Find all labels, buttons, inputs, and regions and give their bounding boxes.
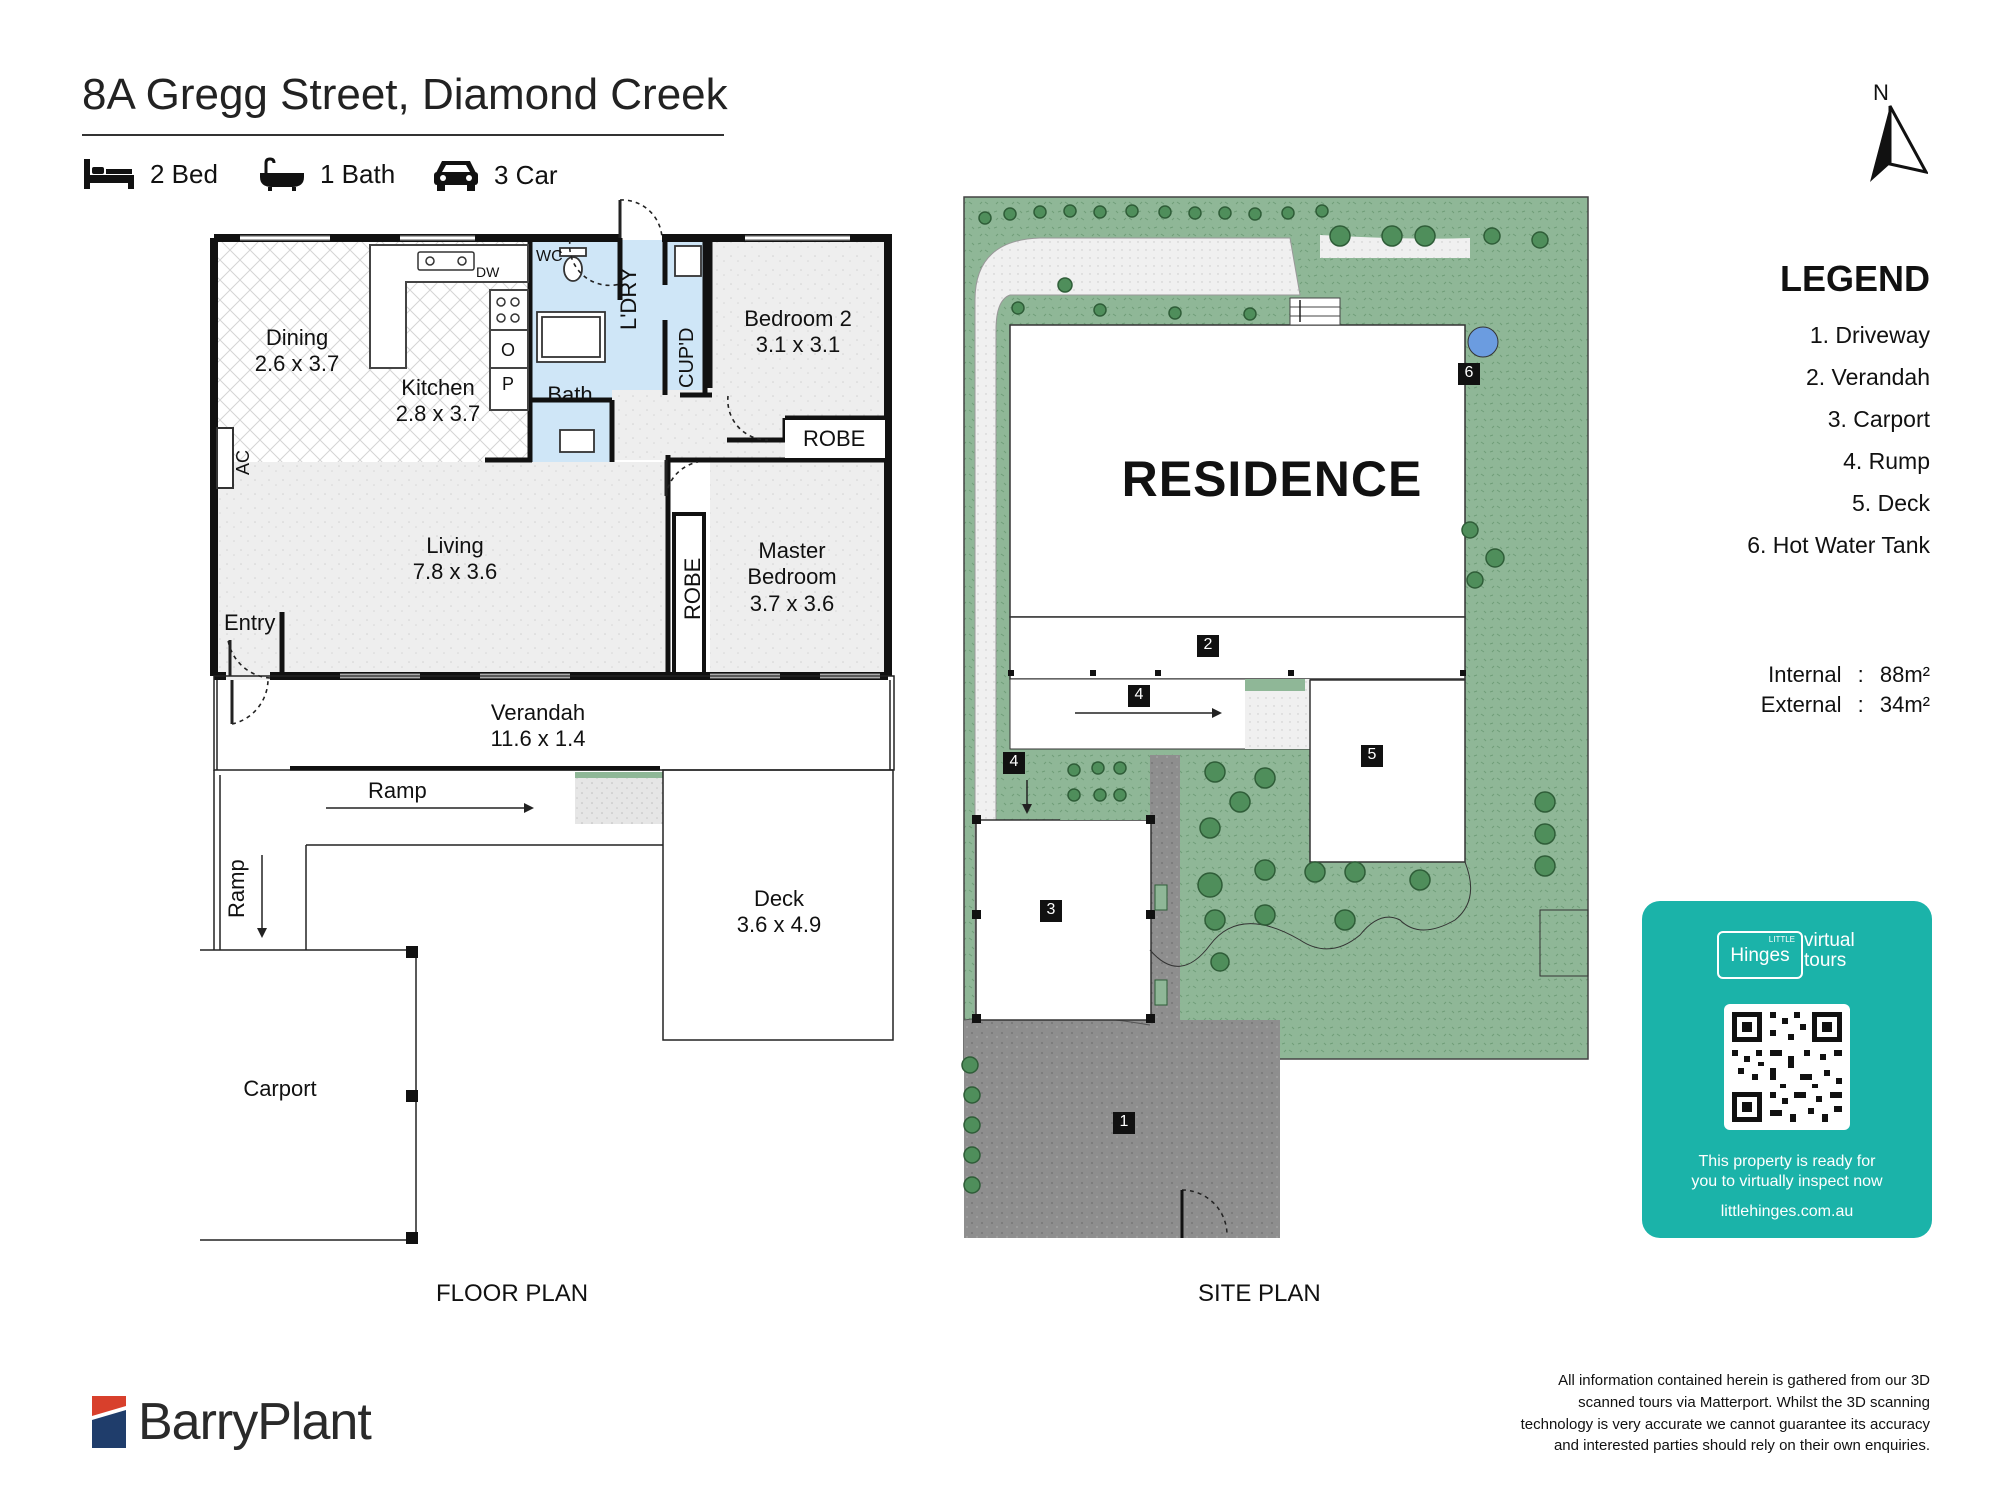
area-external-value: 34m² [1879, 692, 1930, 717]
room-deck-name: Deck [753, 886, 805, 911]
legend-title: LEGEND [1779, 258, 1930, 299]
room-carport: Carport [243, 1076, 317, 1101]
area-internal: Internal : 88m² [1768, 662, 1930, 687]
label-cupboard: CUP'D [676, 327, 698, 389]
site-marker-3: 3 [1046, 901, 1056, 918]
virtual-tour-card[interactable]: LITTLE Hinges virtual tours [1642, 901, 1932, 1238]
tagline-line-2: you to virtually inspect now [1691, 1173, 1883, 1190]
label-ac: AC [233, 449, 253, 475]
site-marker-6: 6 [1464, 364, 1474, 381]
legend-item: 4. Rump [1843, 448, 1930, 474]
area-internal-label: Internal [1768, 662, 1842, 687]
feature-bath: 1 Bath [258, 157, 395, 191]
room-bedroom-2: Bedroom 2 3.1 x 3.1 [733, 306, 863, 359]
room-verandah: Verandah 11.6 x 1.4 [478, 700, 598, 753]
barry-plant-logo: BarryPlant [92, 1392, 372, 1452]
room-kitchen-dims: 2.8 x 3.7 [395, 401, 481, 427]
label-pantry: P [502, 374, 515, 394]
room-dining-dims: 2.6 x 3.7 [254, 351, 340, 377]
room-living-name: Living [426, 533, 484, 558]
label-robe: ROBE [803, 426, 866, 451]
area-external: External : 34m² [1760, 692, 1930, 717]
site-plan-caption: SITE PLAN [1198, 1280, 1321, 1307]
property-title: 8A Gregg Street, Diamond Creek [82, 70, 728, 119]
site-plan-drawing [961, 196, 1589, 1238]
disclaimer-line: technology is very accurate we cannot gu… [1520, 1415, 1930, 1433]
disclaimer-line: All information contained herein is gath… [1558, 1372, 1930, 1389]
legend-item: 3. Carport [1827, 406, 1930, 432]
feature-bed-label: 2 Bed [150, 158, 218, 189]
bath-icon [260, 157, 304, 191]
room-living-dims: 7.8 x 3.6 [412, 559, 498, 585]
hinges-logo-box: LITTLE Hinges [1717, 931, 1803, 979]
legend-item: 5. Deck [1852, 490, 1930, 516]
car-icon [434, 161, 478, 191]
feature-car: 3 Car [432, 157, 558, 193]
feature-bed: 2 Bed [82, 157, 218, 191]
site-marker-4b: 4 [1009, 753, 1019, 770]
room-master-name-2: Bedroom [747, 564, 837, 590]
site-residence-label: RESIDENCE [1077, 450, 1467, 508]
floor-plan-caption: FLOOR PLAN [436, 1280, 589, 1307]
disclaimer: All information contained herein is gath… [1440, 1370, 1930, 1457]
room-bedroom-2-name: Bedroom 2 [744, 306, 852, 331]
room-verandah-name: Verandah [490, 700, 586, 725]
room-bedroom-2-dims: 3.1 x 3.1 [755, 332, 841, 358]
room-bath: Bath [547, 382, 593, 407]
residence-text: RESIDENCE [1121, 451, 1423, 507]
room-master-name-1: Master [758, 538, 826, 563]
room-dining-name: Dining [265, 325, 329, 350]
disclaimer-line: scanned tours via Matterport. Whilst the… [1578, 1393, 1930, 1411]
room-dining: Dining 2.6 x 3.7 [247, 325, 347, 378]
room-master-bedroom: Master Bedroom 3.7 x 3.6 [737, 538, 847, 617]
room-verandah-dims: 11.6 x 1.4 [490, 726, 586, 752]
site-marker-5: 5 [1367, 746, 1377, 763]
label-robe-vertical: ROBE [680, 557, 705, 620]
room-deck-dims: 3.6 x 4.9 [736, 912, 822, 938]
legend-item: 1. Driveway [1809, 322, 1930, 348]
label-wc: WC [536, 248, 563, 265]
north-arrow-icon [1870, 105, 1928, 182]
label-dw: DW [476, 264, 500, 280]
room-kitchen-name: Kitchen [401, 375, 475, 400]
area-external-label: External [1760, 692, 1842, 717]
legend-item: 2. Verandah [1805, 364, 1930, 390]
site-marker-1: 1 [1119, 1113, 1129, 1130]
north-label: N [1873, 80, 1889, 105]
room-kitchen: Kitchen 2.8 x 3.7 [388, 375, 488, 428]
room-deck: Deck 3.6 x 4.9 [729, 886, 829, 939]
brand-name: BarryPlant [138, 1393, 372, 1451]
room-living: Living 7.8 x 3.6 [400, 533, 510, 586]
hinges-name: Hinges [1730, 945, 1790, 966]
site-marker-2: 2 [1203, 636, 1213, 653]
tours-word: tours [1804, 950, 1847, 971]
label-ramp-horizontal: Ramp [368, 778, 427, 803]
title-underline [82, 134, 724, 136]
legend-item: 6. Hot Water Tank [1747, 532, 1930, 558]
brand-mark-icon [92, 1396, 126, 1448]
site-marker-4a: 4 [1134, 686, 1144, 703]
area-internal-value: 88m² [1879, 662, 1930, 687]
virtual-tour-tagline: This property is ready for you to virtua… [1642, 1152, 1932, 1192]
virtual-tour-link[interactable]: littlehinges.com.au [1720, 1203, 1854, 1220]
virtual-word: virtual [1804, 930, 1855, 951]
qr-code-icon[interactable] [1724, 1004, 1850, 1130]
floor-plan-drawing [200, 199, 895, 1244]
feature-car-label: 3 Car [494, 159, 558, 190]
disclaimer-line: and interested parties should rely on th… [1553, 1437, 1930, 1455]
room-master-dims: 3.7 x 3.6 [749, 590, 835, 616]
label-oven: O [501, 340, 516, 360]
hinges-small: LITTLE [1768, 935, 1795, 944]
tagline-line-1: This property is ready for [1698, 1153, 1876, 1170]
bed-icon [84, 159, 134, 189]
label-ramp-vertical: Ramp [224, 859, 249, 918]
label-laundry: L'DRY [616, 267, 641, 331]
feature-bath-label: 1 Bath [320, 158, 396, 189]
label-entry: Entry [224, 610, 276, 635]
